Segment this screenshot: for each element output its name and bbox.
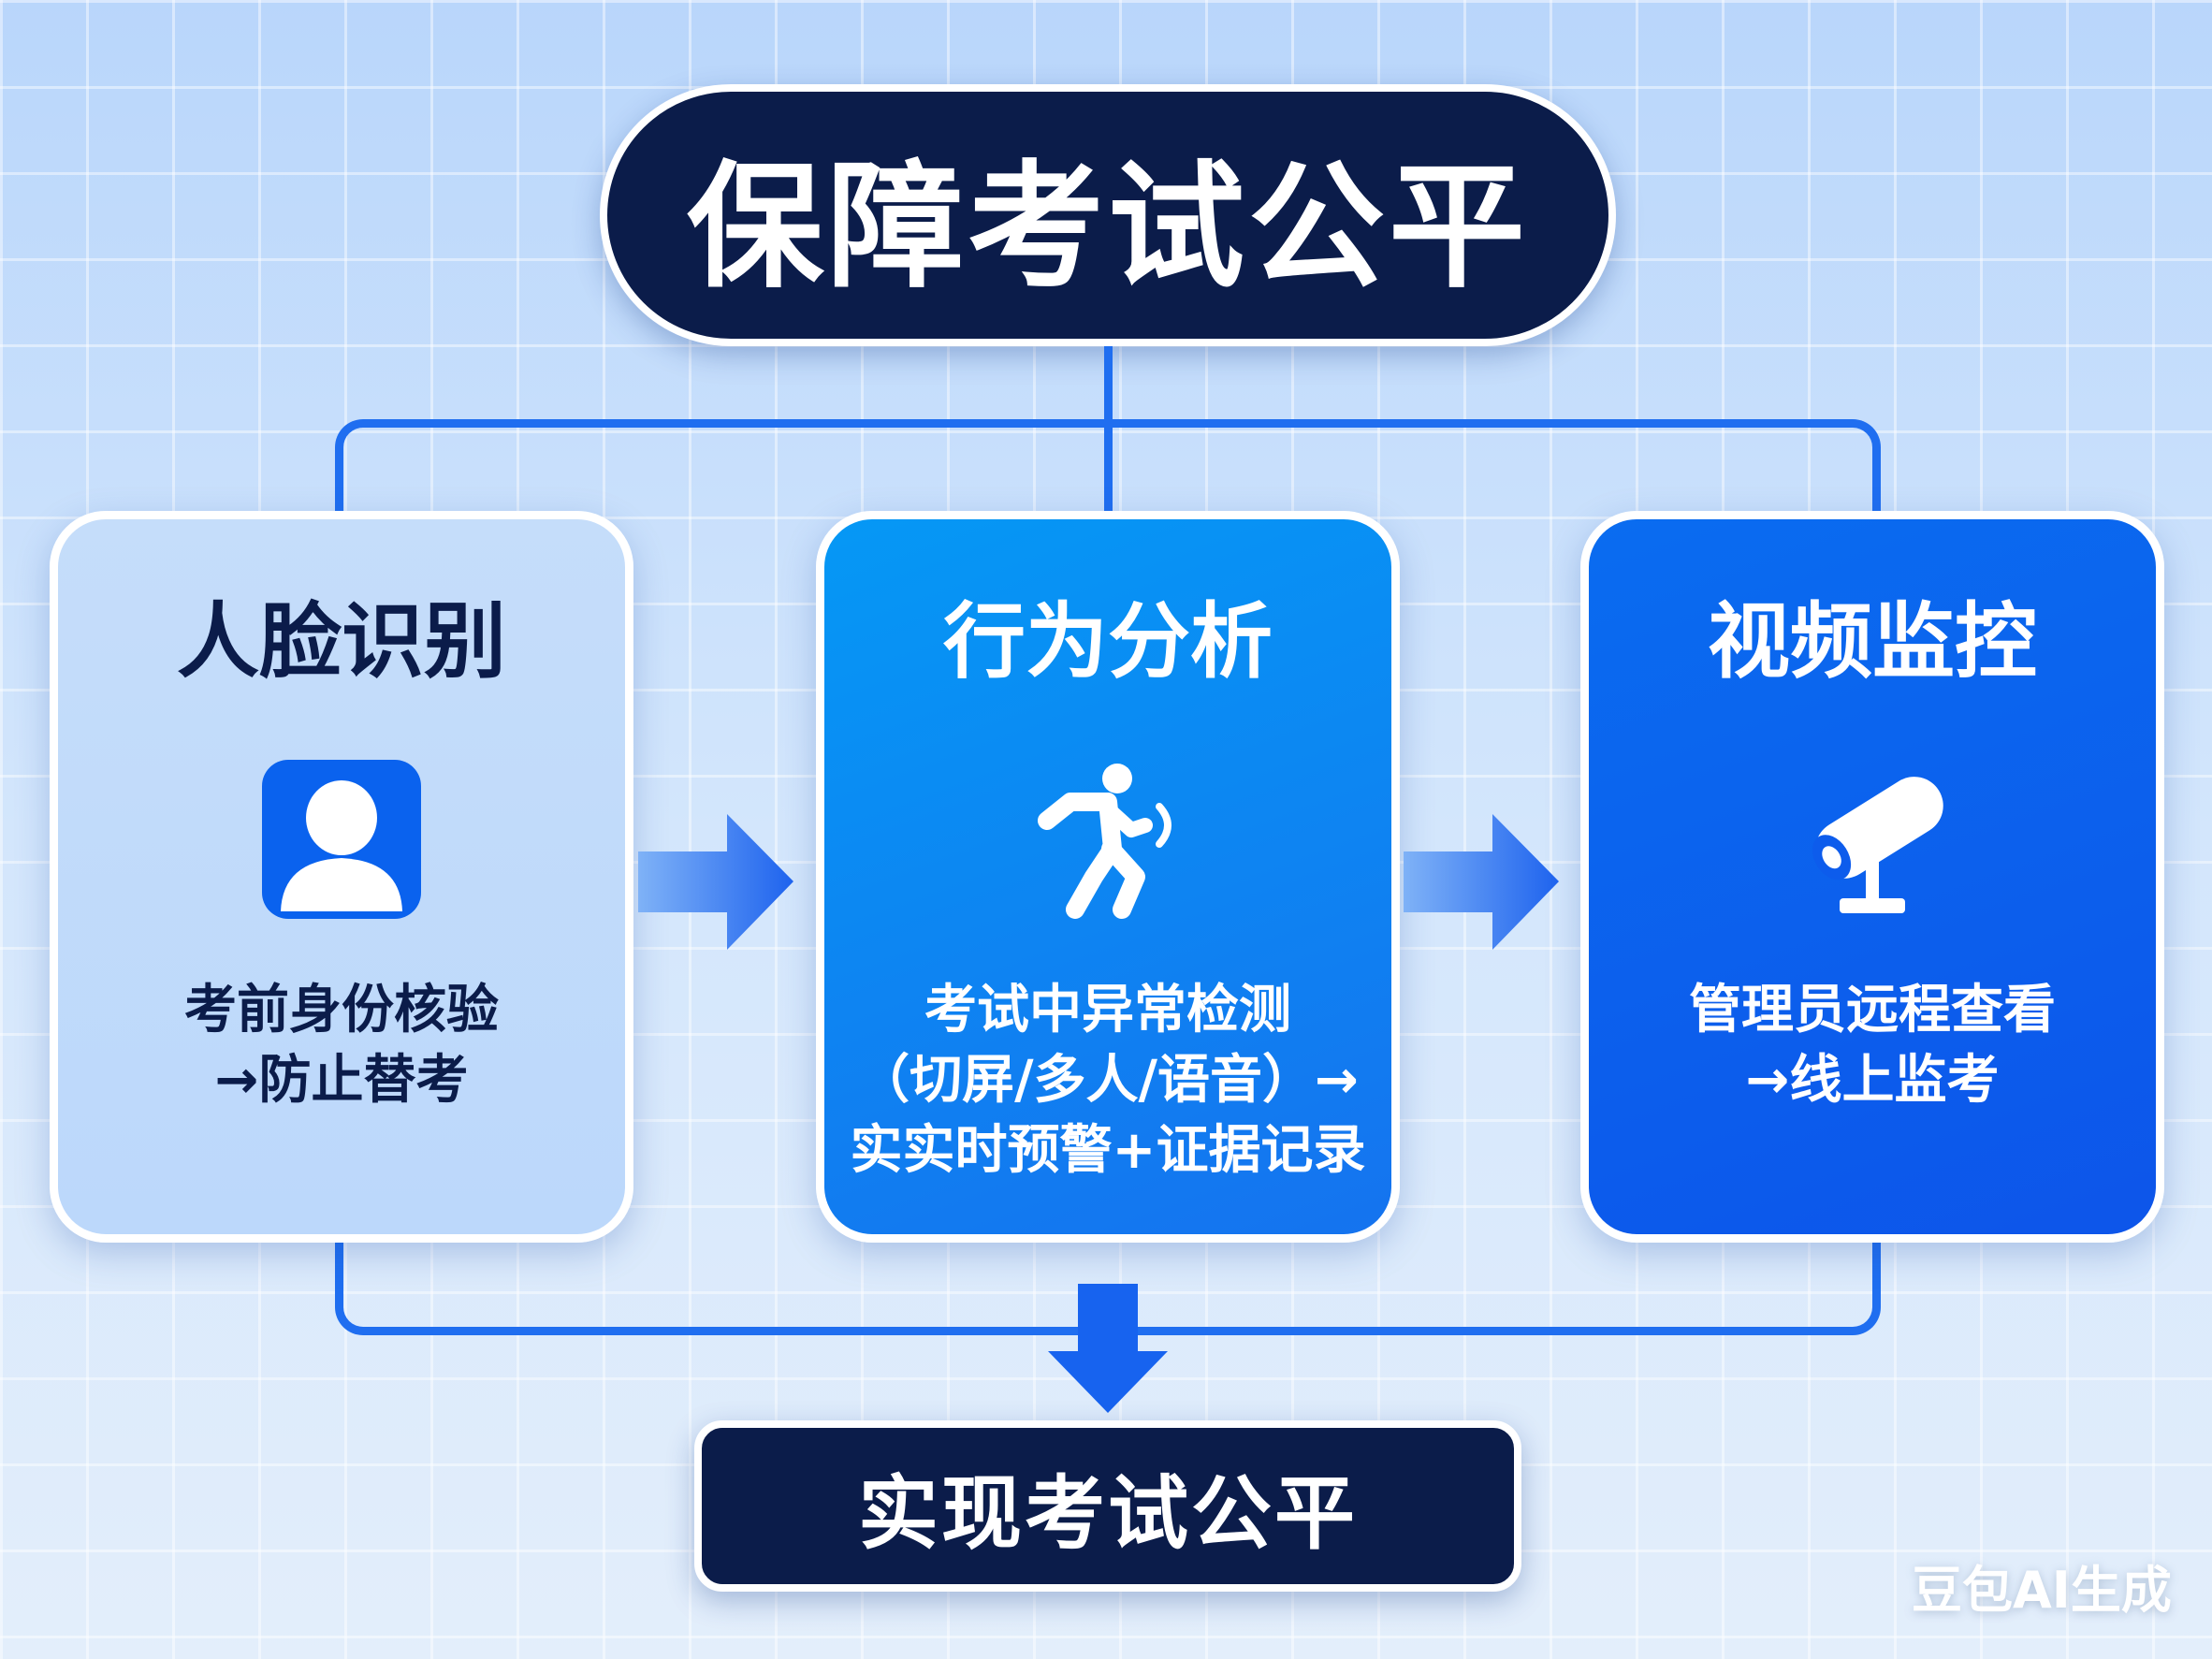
arrow-down-icon [1048,1284,1168,1413]
card-face-recognition: 人脸识别 考前身份核验 →防止替考 [50,511,633,1243]
surveillance-camera-icon [1793,760,1952,919]
result-banner: 实现考试公平 [694,1420,1521,1592]
card-behavior-analysis: 行为分析 考试中异常检测 （切屏/多人/语音）→ 实实时预警+证据记录 [816,511,1400,1243]
connector-top-bracket [335,419,1881,522]
card-video-monitoring: 视频监控 管理员远程查看 →线上监考 [1580,511,2164,1243]
card-title: 人脸识别 [176,593,506,690]
arrow-right-icon [1404,814,1559,950]
running-person-icon [1028,760,1187,919]
card-description: 管理员远程查看 →线上监考 [1689,980,2056,1111]
user-profile-icon [262,760,421,919]
card-description: 考前身份核验 →防止替考 [184,980,499,1111]
card-title: 行为分析 [942,593,1273,690]
arrow-right-icon [638,814,793,950]
connector-title-down [1104,346,1113,513]
title-banner: 保障考试公平 [600,84,1616,346]
card-description: 考试中异常检测 （切屏/多人/语音）→ 实实时预警+证据记录 [850,980,1366,1181]
card-title: 视频监控 [1707,593,2037,690]
watermark: 豆包AI生成 [1912,1561,2172,1620]
